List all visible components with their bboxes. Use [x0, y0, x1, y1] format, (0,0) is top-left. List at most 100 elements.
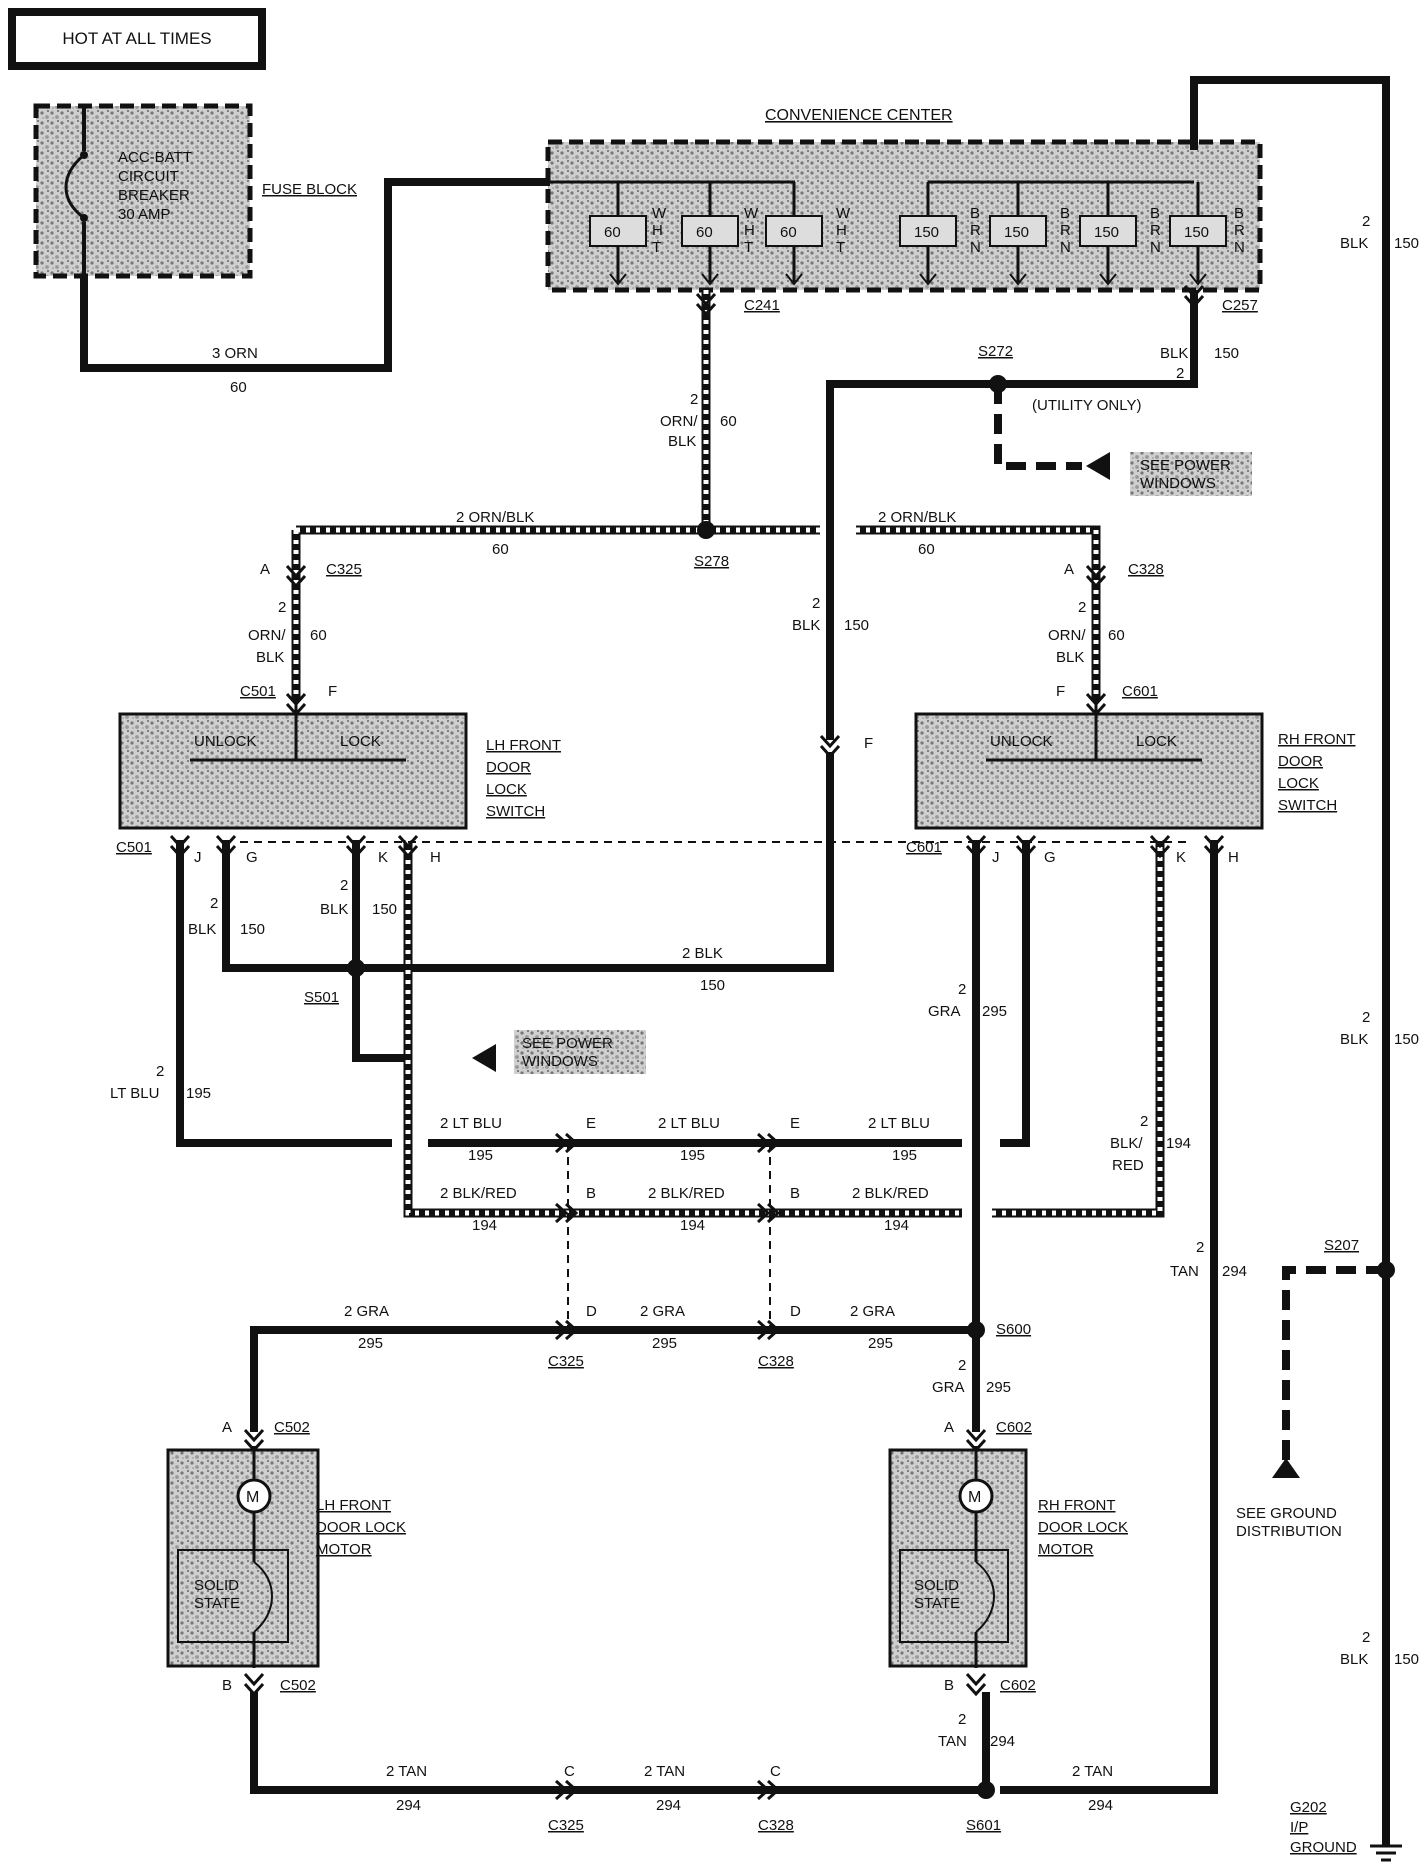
connector-icon	[965, 1672, 987, 1687]
wire-color-letter: B	[970, 205, 980, 222]
rh-door-lock-switch	[914, 700, 1264, 830]
connector-icon	[345, 834, 367, 849]
wire-or-connector-label: 150	[1214, 345, 1239, 362]
wire-or-connector-label: 150	[1394, 1651, 1419, 1668]
connector-icon	[1085, 564, 1107, 579]
wire-or-connector-label: C	[564, 1763, 575, 1780]
wire-or-connector-label: 2 ORN/BLK	[456, 509, 534, 526]
wire-or-connector-label: TAN	[938, 1733, 967, 1750]
wire-or-connector-label: BLK	[188, 921, 216, 938]
wire-or-connector-label: ORN/	[1048, 627, 1086, 644]
rh-door-lock-motor: M SOLID STATE	[888, 1446, 1028, 1668]
connector-icon	[564, 1779, 579, 1801]
wire-or-connector-label: B	[586, 1185, 596, 1202]
wire-or-connector-label: 150	[700, 977, 725, 994]
splice-s272	[989, 375, 1007, 393]
svg-text:DOOR: DOOR	[1278, 753, 1323, 770]
wire-or-connector-label: BLK	[1340, 1651, 1368, 1668]
breaker-line-4: 30 AMP	[118, 206, 171, 223]
wire-or-connector-label: 195	[680, 1147, 705, 1164]
relay-arrow-icon	[1009, 273, 1027, 286]
wire-or-connector-label: 2	[958, 1711, 966, 1728]
wire-or-connector-label: 60	[720, 413, 737, 430]
wire-or-connector-label: A	[1064, 561, 1074, 578]
wire-or-connector-label: ORN/	[660, 413, 698, 430]
connector-icon	[965, 844, 987, 859]
wire-or-connector-label: C328	[758, 1353, 794, 1370]
wire-or-connector-label: J	[194, 849, 202, 866]
svg-text:SWITCH: SWITCH	[1278, 797, 1337, 814]
lh-lock-label: LOCK	[340, 733, 381, 750]
wire-or-connector-label: 2 BLK/RED	[852, 1185, 929, 1202]
relay-rating: 150	[1094, 224, 1119, 241]
svg-text:RH FRONT: RH FRONT	[1278, 731, 1356, 748]
connector-icon	[1015, 844, 1037, 859]
splice-s207	[1377, 1261, 1395, 1279]
wire-or-connector-label: 2	[210, 895, 218, 912]
wire-or-connector-label: 295	[986, 1379, 1011, 1396]
connector-icon	[1015, 834, 1037, 849]
wire-or-connector-label: B	[944, 1677, 954, 1694]
wire-or-connector-label: C325	[326, 561, 362, 578]
rh-switch-title: RH FRONT DOOR LOCK SWITCH	[1278, 731, 1356, 814]
arrow-power-windows-lh-icon	[472, 1044, 496, 1072]
svg-text:LH FRONT: LH FRONT	[316, 1497, 391, 1514]
svg-text:RH FRONT: RH FRONT	[1038, 1497, 1116, 1514]
relay-rating: 60	[696, 224, 713, 241]
svg-text:STATE: STATE	[914, 1595, 960, 1612]
connector-icon	[756, 1319, 771, 1341]
wire-or-connector-label: A	[222, 1419, 232, 1436]
wire-or-connector-label: 295	[982, 1003, 1007, 1020]
wire-color-letter: B	[1234, 205, 1244, 222]
wire-or-connector-label: 295	[868, 1335, 893, 1352]
relay-box	[589, 215, 647, 247]
splice-s501	[347, 959, 365, 977]
wire-or-connector-label: BLK	[668, 433, 696, 450]
connector-icon	[695, 302, 717, 317]
wire-or-connector-label: H	[1228, 849, 1239, 866]
connector-icon	[285, 702, 307, 717]
connector-icon	[695, 292, 717, 307]
relay-arrow-icon	[785, 273, 803, 286]
wire-or-connector-label: B	[222, 1677, 232, 1694]
wire-or-connector-label: 150	[1394, 235, 1419, 252]
svg-text:LH FRONT: LH FRONT	[486, 737, 561, 754]
svg-text:DOOR LOCK: DOOR LOCK	[1038, 1519, 1128, 1536]
wire-or-connector-label: 194	[884, 1217, 909, 1234]
wire-or-connector-label: G	[1044, 849, 1056, 866]
connector-icon	[243, 1682, 265, 1697]
wire-color-letter: B	[1150, 205, 1160, 222]
wire-or-connector-label: C241	[744, 297, 780, 314]
wire-or-connector-label: 2	[156, 1063, 164, 1080]
svg-text:LOCK: LOCK	[1278, 775, 1319, 792]
wire-or-connector-label: 2	[812, 595, 820, 612]
connector-icon	[345, 844, 367, 859]
wire-or-connector-label: 150	[372, 901, 397, 918]
wire-color-letter: R	[1234, 222, 1245, 239]
wire-or-connector-label: B	[790, 1185, 800, 1202]
wire-or-connector-label: C601	[1122, 683, 1158, 700]
connector-icon	[554, 1132, 569, 1154]
wire-or-connector-label: 194	[472, 1217, 497, 1234]
connector-icon	[1203, 844, 1225, 859]
wire-or-connector-label: D	[586, 1303, 597, 1320]
wire-or-connector-label: 150	[1394, 1031, 1419, 1048]
wire-or-connector-label: BLK	[1056, 649, 1084, 666]
wire-or-connector-label: GRA	[928, 1003, 961, 1020]
relay-arrow-icon	[1099, 273, 1117, 286]
relay-arrow-icon	[919, 273, 937, 286]
see-power-windows-lh-1: SEE POWER	[522, 1035, 613, 1052]
rh-unlock-label: UNLOCK	[990, 733, 1053, 750]
wire-or-connector-label: S278	[694, 553, 729, 570]
connector-icon	[243, 1428, 265, 1443]
ground-symbol-icon	[1370, 1844, 1402, 1862]
svg-text:SOLID: SOLID	[194, 1577, 239, 1594]
connector-icon	[554, 1202, 569, 1224]
hot-at-all-times-box: HOT AT ALL TIMES	[8, 8, 266, 70]
wire-color-letter: T	[836, 239, 845, 256]
see-power-windows-lh-bg	[514, 1030, 646, 1074]
connector-icon	[1183, 294, 1205, 309]
connector-icon	[1149, 844, 1171, 859]
lh-door-lock-motor: M SOLID STATE	[166, 1446, 320, 1668]
wire-or-connector-label: BLK	[1340, 235, 1368, 252]
